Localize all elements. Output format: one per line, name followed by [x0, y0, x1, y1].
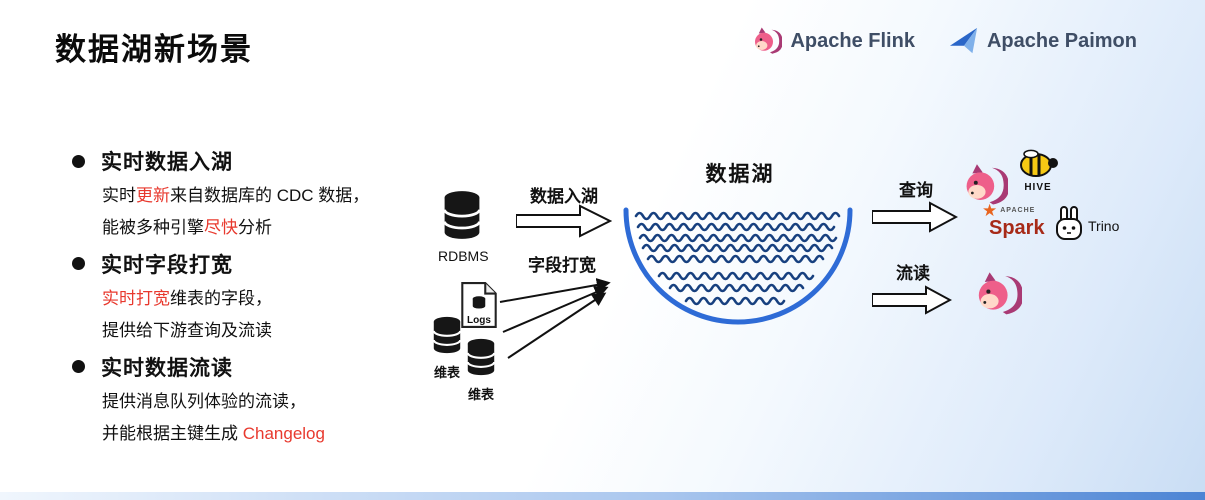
- ingest-flow-label: 数据入湖: [530, 187, 598, 206]
- paimon-logo: Apache Paimon: [949, 26, 1137, 56]
- paimon-logo-label: Apache Paimon: [986, 29, 1137, 52]
- query-arrow: [872, 201, 958, 233]
- log-file-icon: [461, 282, 497, 328]
- widen-arrows: [499, 278, 611, 359]
- dim-table-source-2: 维表: [464, 337, 498, 403]
- bullet-dot: [72, 257, 85, 271]
- bullet-heading: 实时字段打宽: [101, 253, 233, 277]
- bullet-item: 实时字段打宽 实时打宽维表的字段， 提供给下游查询及流读: [72, 249, 422, 343]
- database-icon: [466, 337, 496, 377]
- hive-label: HIVE: [1024, 182, 1052, 193]
- flink-logo-label: Apache Flink: [790, 29, 915, 52]
- highlight-segment: 尽快: [204, 217, 238, 237]
- bullet-dot: [72, 360, 85, 374]
- lake-bowl-outline: [623, 207, 853, 325]
- text-segment: 实时: [102, 186, 136, 205]
- text-segment: 并能根据主键生成: [102, 423, 243, 443]
- spark-star-icon: ★: [982, 201, 998, 220]
- lake-waves: [634, 211, 841, 306]
- rdbms-label: RDBMS: [438, 248, 489, 264]
- query-flow-label: 查询: [899, 181, 933, 200]
- bullet-item: 实时数据入湖 实时更新来自数据库的 CDC 数据， 能被多种引擎尽快分析: [72, 146, 422, 240]
- stream-read-arrow: [872, 285, 952, 315]
- logs-source: Logs: [459, 281, 499, 329]
- highlight-segment: 实时打宽: [102, 288, 170, 308]
- lake-title: 数据湖: [705, 163, 775, 186]
- text-segment: 提供给下游查询及流读: [102, 320, 272, 340]
- dim-table-source-1: 维表: [430, 315, 464, 381]
- text-segment: 维表的字段，: [170, 288, 272, 308]
- database-icon: [443, 189, 481, 241]
- bullet-list: 实时数据入湖 实时更新来自数据库的 CDC 数据， 能被多种引擎尽快分析 实时字…: [72, 140, 422, 455]
- bottom-gradient-bar: [0, 492, 1205, 500]
- trino-bunny-icon: [1056, 206, 1082, 240]
- dim-table-label-1: 维表: [433, 365, 460, 380]
- widen-flow-label: 字段打宽: [528, 256, 596, 275]
- flink-squirrel-icon: [978, 272, 1022, 315]
- bullet-line: 提供消息队列体验的流读，: [102, 391, 422, 414]
- trino-label: Trino: [1088, 218, 1120, 234]
- text-segment: 提供消息队列体验的流读，: [102, 391, 306, 411]
- ingest-arrow: [516, 204, 612, 238]
- highlight-segment: Changelog: [242, 423, 325, 443]
- hive-engine-logo: HIVE: [1012, 148, 1064, 193]
- flink-stream-logo: [974, 270, 1022, 318]
- highlight-segment: 更新: [136, 186, 170, 205]
- stream-read-flow-label: 流读: [896, 264, 930, 283]
- text-segment: 来自数据库的 CDC 数据，: [170, 186, 370, 205]
- rdbms-source: RDBMS: [438, 189, 489, 264]
- page-title: 数据湖新场景: [55, 32, 253, 67]
- flink-logo: Apache Flink: [752, 26, 915, 56]
- hive-bee-icon: [1020, 149, 1058, 177]
- bullet-line: 实时更新来自数据库的 CDC 数据，: [102, 185, 422, 208]
- paimon-icon: [949, 27, 978, 54]
- bullet-line: 提供给下游查询及流读: [102, 320, 422, 343]
- bullet-item: 实时数据流读 提供消息队列体验的流读， 并能根据主键生成 Changelog: [72, 352, 422, 446]
- spark-engine-logo: ★ APACHE Spark: [982, 202, 1045, 240]
- trino-engine-logo: Trino: [1054, 206, 1119, 246]
- bullet-line: 实时打宽维表的字段，: [102, 288, 422, 311]
- spark-label: Spark: [989, 217, 1045, 239]
- header-logos: Apache Flink Apache Paimon: [752, 26, 1137, 56]
- text-segment: 分析: [238, 217, 272, 237]
- dim-table-label-2: 维表: [467, 387, 494, 402]
- bullet-heading: 实时数据流读: [101, 356, 233, 380]
- bullet-line: 能被多种引擎尽快分析: [102, 217, 422, 240]
- database-icon: [432, 315, 462, 355]
- logs-label: Logs: [467, 315, 491, 326]
- spark-apache-label: APACHE: [1000, 207, 1036, 214]
- bullet-line: 并能根据主键生成 Changelog: [102, 423, 422, 446]
- flink-squirrel-icon: [755, 27, 783, 54]
- data-lake-illustration: [623, 207, 853, 325]
- text-segment: 能被多种引擎: [102, 217, 204, 237]
- bullet-heading: 实时数据入湖: [101, 151, 233, 174]
- bullet-dot: [72, 154, 85, 168]
